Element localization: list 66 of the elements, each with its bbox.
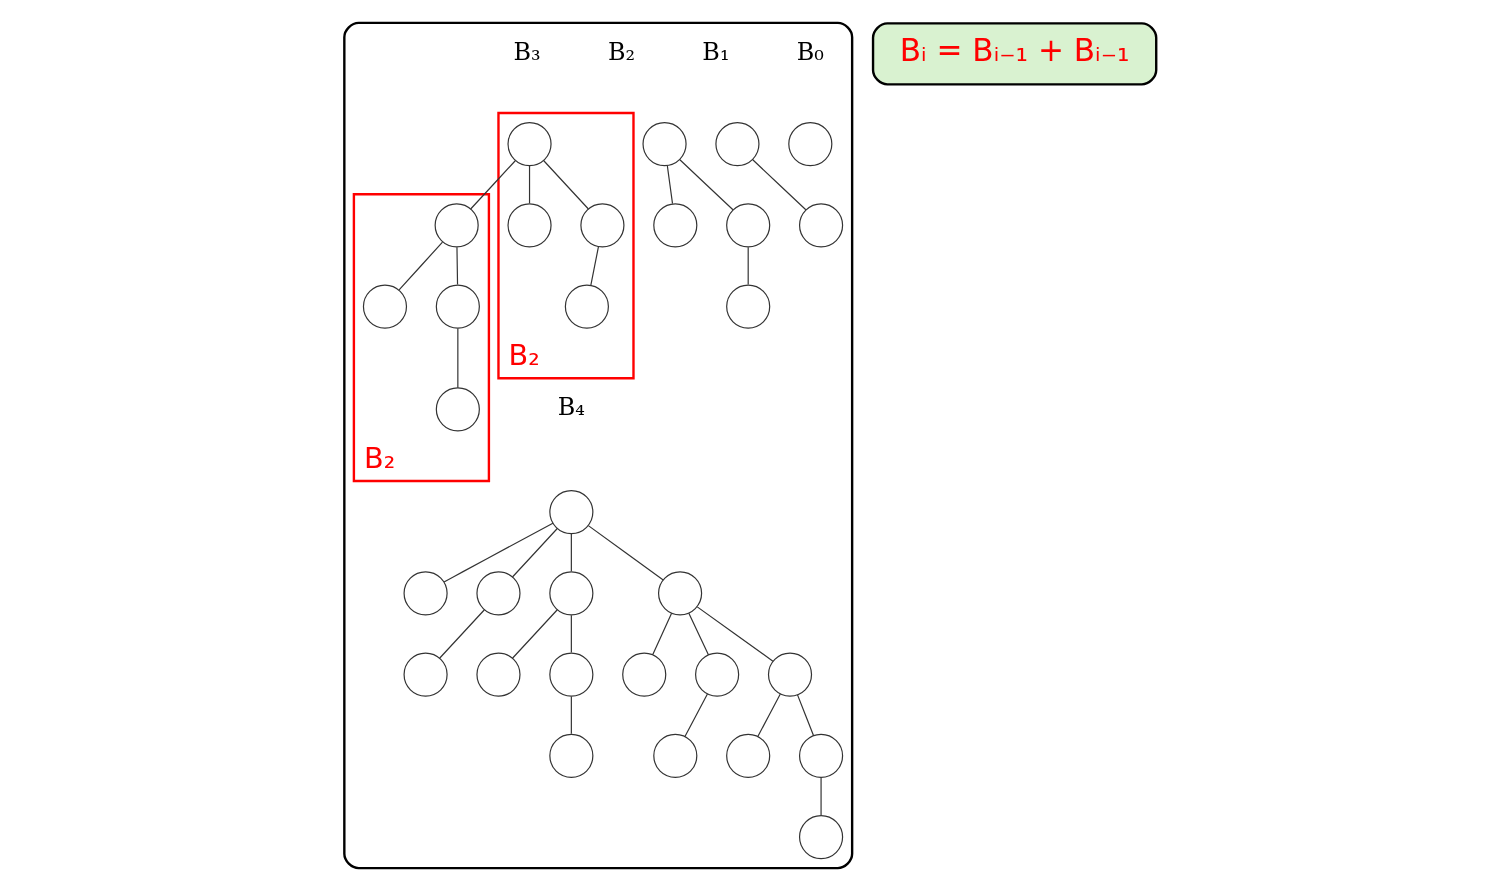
node-circle bbox=[435, 387, 480, 432]
connector bbox=[688, 612, 709, 656]
node-circle bbox=[642, 122, 687, 167]
connector bbox=[820, 777, 822, 816]
node-circle bbox=[658, 571, 703, 616]
connector bbox=[587, 525, 664, 581]
connector bbox=[511, 527, 558, 578]
connector bbox=[570, 695, 572, 735]
cluster: B₂ bbox=[352, 193, 491, 483]
connector bbox=[757, 693, 781, 738]
node-circle bbox=[788, 122, 833, 167]
node-circle bbox=[476, 571, 521, 616]
node-circle bbox=[403, 652, 448, 697]
node-circle bbox=[622, 652, 667, 697]
node-circle bbox=[726, 203, 771, 248]
node-circle bbox=[726, 733, 771, 778]
connector bbox=[528, 165, 531, 204]
connector bbox=[747, 246, 749, 286]
node-circle bbox=[767, 652, 813, 697]
connector bbox=[570, 533, 572, 572]
connector bbox=[666, 165, 674, 205]
node-circle bbox=[798, 815, 844, 860]
node-circle bbox=[549, 733, 594, 778]
cluster: B₂ bbox=[497, 111, 635, 380]
node-circle bbox=[798, 203, 844, 248]
node-circle bbox=[726, 284, 771, 329]
connector bbox=[439, 609, 485, 659]
label: B₃ bbox=[513, 37, 541, 66]
connector bbox=[652, 612, 673, 655]
node-circle bbox=[507, 122, 552, 167]
node-circle bbox=[695, 652, 740, 697]
label: B₁ bbox=[702, 37, 730, 66]
connector bbox=[796, 694, 814, 736]
connector bbox=[457, 328, 459, 389]
connector bbox=[398, 241, 444, 291]
node-circle bbox=[435, 284, 480, 329]
label: B₀ bbox=[796, 37, 824, 66]
node-circle bbox=[580, 203, 625, 248]
node-circle bbox=[653, 733, 698, 778]
connector bbox=[752, 159, 807, 211]
node-circle bbox=[653, 203, 698, 248]
connector bbox=[443, 522, 554, 583]
connector bbox=[696, 606, 774, 662]
label: B₂ bbox=[607, 37, 636, 66]
connector bbox=[570, 614, 572, 654]
connector bbox=[511, 609, 558, 659]
node-circle bbox=[507, 203, 552, 248]
cluster bbox=[343, 21, 854, 870]
node-circle bbox=[549, 490, 594, 535]
connector bbox=[684, 693, 708, 738]
node-circle bbox=[715, 122, 760, 167]
connector bbox=[470, 159, 517, 210]
node-box: Bᵢ = Bᵢ₋₁ + Bᵢ₋₁ bbox=[871, 22, 1158, 86]
node-circle bbox=[403, 571, 448, 616]
node-circle bbox=[362, 284, 408, 329]
connector bbox=[543, 159, 589, 210]
node-circle bbox=[549, 571, 594, 616]
connector bbox=[679, 159, 734, 211]
label: B₄ bbox=[557, 393, 585, 422]
connector bbox=[590, 246, 599, 287]
connector bbox=[456, 246, 459, 286]
node-circle bbox=[564, 284, 609, 329]
node-circle bbox=[549, 652, 594, 697]
node-circle bbox=[434, 203, 479, 248]
node-circle bbox=[476, 652, 521, 697]
node-circle bbox=[798, 733, 844, 778]
